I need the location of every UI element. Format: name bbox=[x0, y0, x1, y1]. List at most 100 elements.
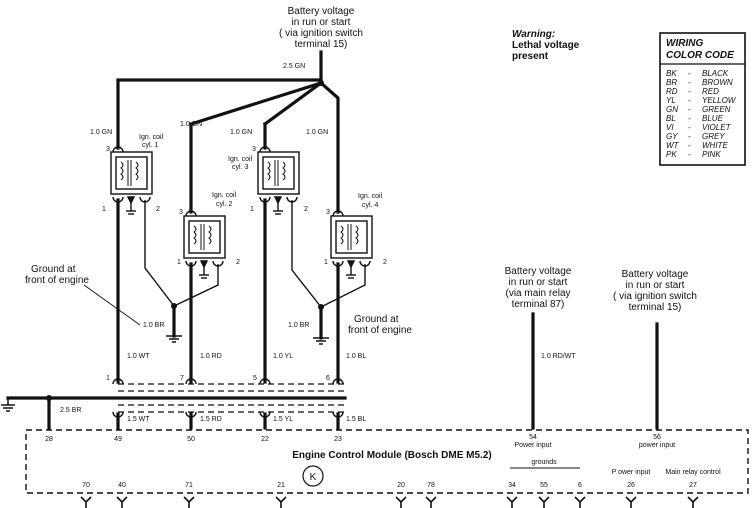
color-code-dash: - bbox=[688, 141, 691, 150]
ecm-pin-ticks bbox=[80, 496, 699, 508]
ignition-coil-3: 3 1 2 Ign. coil cyl. 3 bbox=[228, 146, 308, 213]
coil-2-pin3: 3 bbox=[179, 209, 183, 216]
color-code-dash: - bbox=[688, 150, 691, 159]
ecm-top-pin: 22 bbox=[261, 436, 269, 443]
ignition-coil-4: 3 1 2 Ign. coil cyl. 4 bbox=[324, 193, 387, 266]
wire-label-main-gn: 2.5 GN bbox=[283, 63, 305, 70]
harness-pin-7: 7 bbox=[180, 375, 184, 382]
ecm-relay-label: Main relay control bbox=[665, 469, 721, 476]
ecm-bottom-pin: 20 bbox=[397, 482, 405, 489]
color-code-dash: - bbox=[688, 78, 691, 87]
supply-15-label: Battery voltage in run or start ( via ig… bbox=[613, 269, 697, 313]
ecm-bottom-pin: 21 bbox=[277, 482, 285, 489]
engine-control-module: Engine Control Module (Bosch DME M5.2) K… bbox=[25, 429, 749, 494]
supply-87-line3: (via main relay bbox=[505, 288, 570, 299]
harness-pin-5: 5 bbox=[253, 375, 257, 382]
wire-label-br-right: 1.0 BR bbox=[288, 322, 309, 329]
color-code-dash: - bbox=[688, 132, 691, 141]
ecm-top-pin: 23 bbox=[334, 436, 342, 443]
ecm-bottom-pin: 27 bbox=[689, 482, 697, 489]
color-code-table: WIRING COLOR CODE BK-BLACKBR-BROWNRD-RED… bbox=[659, 32, 746, 166]
supply-wires bbox=[116, 50, 340, 214]
ecm-pin-tick bbox=[395, 496, 407, 508]
ecm-feed-wires bbox=[46, 395, 340, 430]
wire-label-gn-3: 1.0 GN bbox=[230, 129, 252, 136]
color-code-dash: - bbox=[688, 96, 691, 105]
supply-15-line4: terminal 15) bbox=[629, 302, 682, 313]
coil-4-pin3: 3 bbox=[326, 209, 330, 216]
ecm-bottom-pin: 6 bbox=[578, 482, 582, 489]
color-code-dash: - bbox=[688, 87, 691, 96]
ecm-pin-tick bbox=[506, 496, 518, 508]
color-code-dash: - bbox=[688, 123, 691, 132]
coil-1-name: Ign. coil bbox=[139, 134, 164, 141]
coil-3-pin1: 1 bbox=[250, 206, 254, 213]
ignition-coil-1: 3 1 2 Ign. coil cyl. 1 bbox=[102, 134, 164, 213]
ecm-pin-tick bbox=[625, 496, 637, 508]
ecm-pin-tick bbox=[538, 496, 550, 508]
wire-label-yl: 1.0 YL bbox=[273, 353, 293, 360]
supply-87-label: Battery voltage in run or start (via mai… bbox=[505, 266, 572, 310]
ecm-symbol bbox=[302, 465, 324, 487]
ecm-bottom-pin: 70 bbox=[82, 482, 90, 489]
supply-top-line1: Battery voltage bbox=[288, 6, 355, 17]
coil-3-cyl: cyl. 3 bbox=[232, 164, 248, 171]
coil-3-name: Ign. coil bbox=[228, 156, 253, 163]
color-code-title2: COLOR CODE bbox=[666, 50, 734, 61]
harness-pin-6: 6 bbox=[326, 375, 330, 382]
ecm-bottom-pin: 40 bbox=[118, 482, 126, 489]
color-code-name: WHITE bbox=[702, 141, 728, 150]
warning-line2: present bbox=[512, 51, 549, 62]
ground-right-line1: Ground at bbox=[354, 314, 399, 325]
color-code-abbr: PK bbox=[666, 150, 677, 159]
coil-2-name: Ign. coil bbox=[212, 192, 237, 199]
supply-15-line3: ( via ignition switch bbox=[613, 291, 697, 302]
color-code-dash: - bbox=[688, 69, 691, 78]
warning-note: Warning: Lethal voltage present bbox=[512, 29, 580, 62]
supply-top-line2: in run or start bbox=[292, 17, 351, 28]
warning-line1: Lethal voltage bbox=[512, 40, 580, 51]
supply-87-line2: in run or start bbox=[509, 277, 568, 288]
ecm-title: Engine Control Module (Bosch DME M5.2) bbox=[292, 450, 491, 461]
color-code-abbr: RD bbox=[666, 87, 678, 96]
ecm-pin-56-label: power input bbox=[639, 442, 675, 449]
ground-left-leader bbox=[83, 284, 141, 326]
color-code-abbr: BK bbox=[666, 69, 677, 78]
color-code-abbr: YL bbox=[666, 96, 676, 105]
harness-pin-1: 1 bbox=[106, 375, 110, 382]
ecm-top-pin: 50 bbox=[187, 436, 195, 443]
supply-15-line1: Battery voltage bbox=[622, 269, 689, 280]
warning-title: Warning: bbox=[512, 29, 555, 40]
ecm-pin-54-label: Power input bbox=[515, 442, 552, 449]
wire-label-gn-2: 1.0 GN bbox=[180, 121, 202, 128]
ground-left-line1: Ground at bbox=[31, 264, 76, 275]
ecm-pin-tick bbox=[183, 496, 195, 508]
supply-top-line4: terminal 15) bbox=[295, 39, 348, 50]
coil-4-name: Ign. coil bbox=[358, 193, 383, 200]
color-code-name: BLACK bbox=[702, 69, 729, 78]
coil-1-pin2: 2 bbox=[156, 206, 160, 213]
coil-2-pin2: 2 bbox=[236, 259, 240, 266]
ecm-top-pin: 49 bbox=[114, 436, 122, 443]
ignition-coil-2: 3 1 2 Ign. coil cyl. 2 bbox=[177, 192, 240, 266]
wire-label-rd: 1.0 RD bbox=[200, 353, 222, 360]
ecm-pin-tick bbox=[425, 496, 437, 508]
ground-left-line2: front of engine bbox=[25, 275, 89, 286]
ecm-pin-tick bbox=[80, 496, 92, 508]
color-code-name: RED bbox=[702, 87, 719, 96]
color-code-name: GREY bbox=[702, 132, 725, 141]
coil-3-pin2: 2 bbox=[304, 206, 308, 213]
ecm-bottom-pin: 26 bbox=[627, 482, 635, 489]
ecm-pin-tick bbox=[687, 496, 699, 508]
color-code-abbr: GN bbox=[666, 105, 678, 114]
color-code-name: PINK bbox=[702, 150, 721, 159]
ground-wires bbox=[144, 200, 366, 345]
coil-4-cyl: cyl. 4 bbox=[362, 202, 378, 209]
ecm-pin-tick bbox=[116, 496, 128, 508]
supply-top-label: Battery voltage in run or start ( via ig… bbox=[279, 6, 363, 50]
wire-label-br25: 2.5 BR bbox=[60, 407, 81, 414]
wire-label-rd15: 1.5 RD bbox=[200, 416, 222, 423]
color-code-abbr: GY bbox=[666, 132, 678, 141]
wire-label-bl: 1.0 BL bbox=[346, 353, 366, 360]
color-code-dash: - bbox=[688, 105, 691, 114]
